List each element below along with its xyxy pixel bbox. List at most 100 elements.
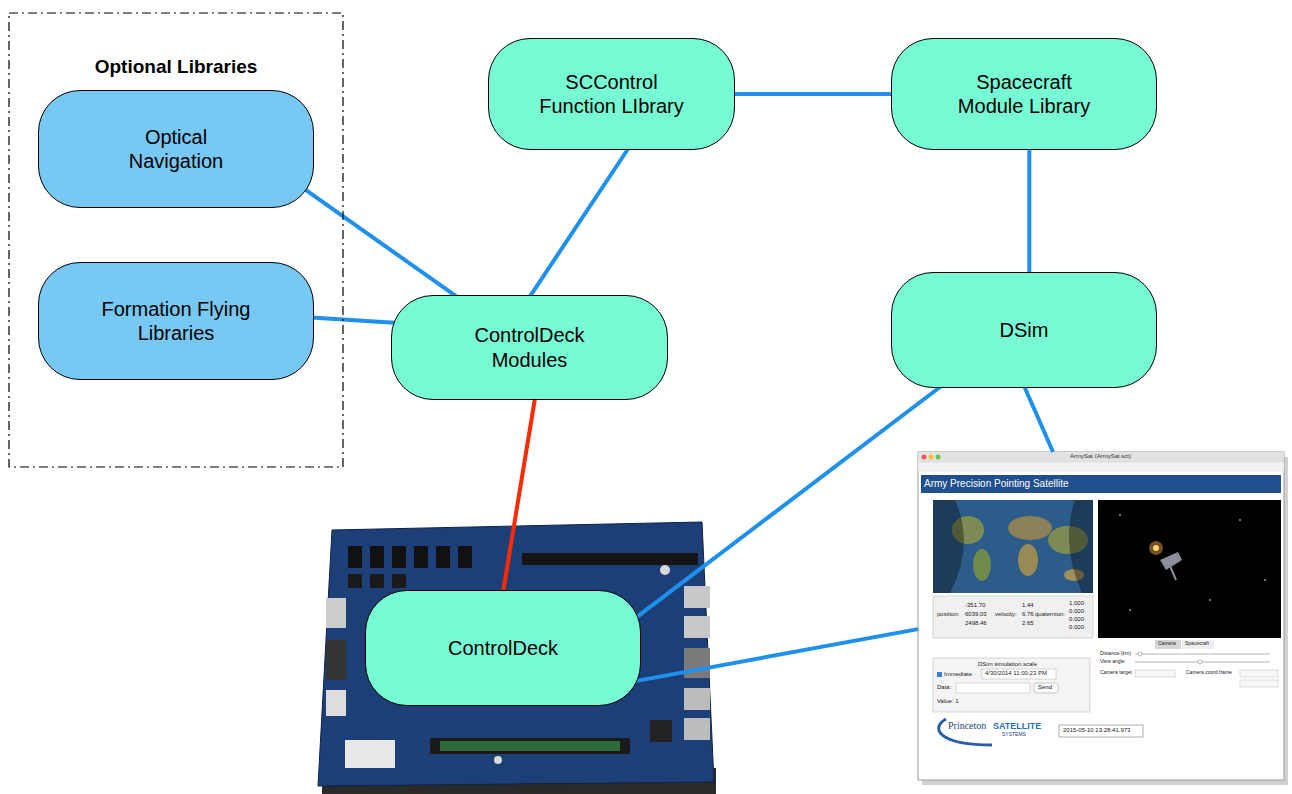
node-label: DSim xyxy=(1000,318,1049,342)
circuit-board-photo xyxy=(684,586,710,608)
screen-text: quaternion: xyxy=(1035,611,1065,618)
node-label: Spacecraft Module Library xyxy=(949,70,1099,119)
simulation-window-screenshot xyxy=(1240,670,1278,677)
circuit-board-photo xyxy=(318,522,714,786)
screen-text: Camera coord frame xyxy=(1186,670,1232,676)
simulation-window-screenshot xyxy=(1170,566,1176,580)
simulation-window-screenshot xyxy=(933,596,1093,638)
connector-line xyxy=(295,182,461,299)
circuit-board-photo xyxy=(684,688,710,710)
simulation-window-screenshot xyxy=(1155,640,1181,649)
circuit-board-photo xyxy=(326,598,346,628)
simulation-window-screenshot xyxy=(1098,500,1281,638)
simulation-window-screenshot xyxy=(922,455,927,460)
screen-text: Immediate xyxy=(944,671,972,678)
simulation-window-screenshot xyxy=(918,452,1284,462)
screen-text: 1.44 xyxy=(1022,602,1034,609)
library-box: Spacecraft Module Library xyxy=(891,38,1157,150)
simulation-window-screenshot xyxy=(1069,500,1093,593)
simulation-window-screenshot xyxy=(1008,516,1052,540)
screen-text: Spacecraft xyxy=(1185,641,1209,647)
simulation-window-screenshot xyxy=(1135,662,1270,663)
circuit-board-photo xyxy=(326,690,346,716)
simulation-window-screenshot xyxy=(918,462,1284,471)
screen-text: position: xyxy=(937,611,959,618)
screen-text: Data: xyxy=(937,684,951,691)
screen-text: Camera target xyxy=(1100,670,1132,676)
group-region: Optional LibrariesOptical NavigationForm… xyxy=(8,12,344,468)
screen-text: Value: 1 xyxy=(937,698,959,705)
circuit-board-photo xyxy=(392,546,406,568)
circuit-board-photo xyxy=(326,640,346,680)
simulation-window-screenshot xyxy=(937,672,942,677)
node-label: ControlDeck xyxy=(448,636,558,660)
simulation-window-screenshot xyxy=(1153,545,1159,551)
circuit-board-photo xyxy=(345,740,395,768)
simulation-window-screenshot xyxy=(1034,683,1058,693)
window-heading: Army Precision Pointing Satellite xyxy=(924,478,1069,490)
simulation-window-screenshot xyxy=(918,452,1284,780)
screen-text: 4/30/2014 11:00:23 PM xyxy=(985,670,1047,677)
circuit-board-photo xyxy=(370,574,384,588)
simulation-window-screenshot xyxy=(1239,519,1241,521)
simulation-window-screenshot xyxy=(973,549,991,581)
connector-line xyxy=(503,398,535,592)
screen-text: -351.70 xyxy=(965,602,985,609)
node-label: Optical Navigation xyxy=(121,125,231,174)
circuit-board-photo xyxy=(436,546,450,568)
library-box: Optical Navigation xyxy=(38,90,314,208)
simulation-window-screenshot xyxy=(1182,640,1214,649)
group-heading: Optional Libraries xyxy=(8,56,344,78)
circuit-board-photo xyxy=(458,546,472,568)
module-box: ControlDeck Modules xyxy=(391,295,668,400)
simulation-window-screenshot xyxy=(982,669,1056,679)
circuit-board-photo xyxy=(522,553,698,565)
screen-text: 6039.03 xyxy=(965,611,987,618)
circuit-board-photo xyxy=(440,741,620,751)
screen-text: 0.000 xyxy=(1069,624,1084,631)
screen-text: 2.65 xyxy=(1022,620,1034,627)
node-label: Formation Flying Libraries xyxy=(91,297,261,346)
simulation-window-screenshot xyxy=(918,452,1288,785)
simulation-window-screenshot xyxy=(939,719,992,745)
simulation-window-screenshot xyxy=(956,683,1030,693)
simulation-window-screenshot xyxy=(1138,652,1142,656)
region-outline xyxy=(8,12,344,468)
circuit-board-photo xyxy=(430,738,630,754)
hardware-box: ControlDeck xyxy=(365,590,641,706)
circuit-board-photo xyxy=(660,565,670,575)
simulation-window-screenshot xyxy=(1059,725,1143,737)
screen-text: velocity: xyxy=(995,611,1017,618)
screen-text: Distance (km) xyxy=(1100,651,1131,657)
node-label: ControlDeck Modules xyxy=(465,323,595,372)
screen-text: SYSTEMS xyxy=(1002,732,1026,738)
connector-line xyxy=(733,92,894,96)
circuit-board-photo xyxy=(348,574,362,588)
circuit-board-photo xyxy=(348,546,362,568)
simulation-window-screenshot xyxy=(933,500,1093,593)
screen-text: View angle: xyxy=(1100,659,1126,665)
screen-text: 1.000 xyxy=(1069,600,1084,607)
simulation-window-screenshot xyxy=(1135,670,1175,677)
connector-line xyxy=(530,148,629,297)
circuit-board-photo xyxy=(318,522,716,794)
screen-text: Send xyxy=(1038,684,1052,691)
screen-text: 6.76 xyxy=(1022,611,1034,618)
simulation-window-screenshot xyxy=(933,658,1090,712)
simulation-window-screenshot xyxy=(1129,609,1131,611)
simulation-window-screenshot xyxy=(1264,579,1266,581)
circuit-board-photo xyxy=(414,546,428,568)
simulation-window-screenshot xyxy=(929,455,934,460)
connector-line xyxy=(1024,386,1053,452)
library-box: Formation Flying Libraries xyxy=(38,262,314,380)
simulator-box: DSim xyxy=(891,272,1157,388)
screen-text: 2015-05-10 13:28:41.973 xyxy=(1063,727,1130,734)
connector-line xyxy=(311,317,402,323)
circuit-board-photo xyxy=(684,718,710,740)
circuit-board-photo xyxy=(650,720,672,742)
simulation-window-screenshot xyxy=(1198,660,1202,664)
region-outline xyxy=(9,13,343,467)
screen-text: 2498.46 xyxy=(965,620,987,627)
screen-text: 0.000 xyxy=(1069,616,1084,623)
screen-text: DSim simulation scale xyxy=(978,661,1037,668)
